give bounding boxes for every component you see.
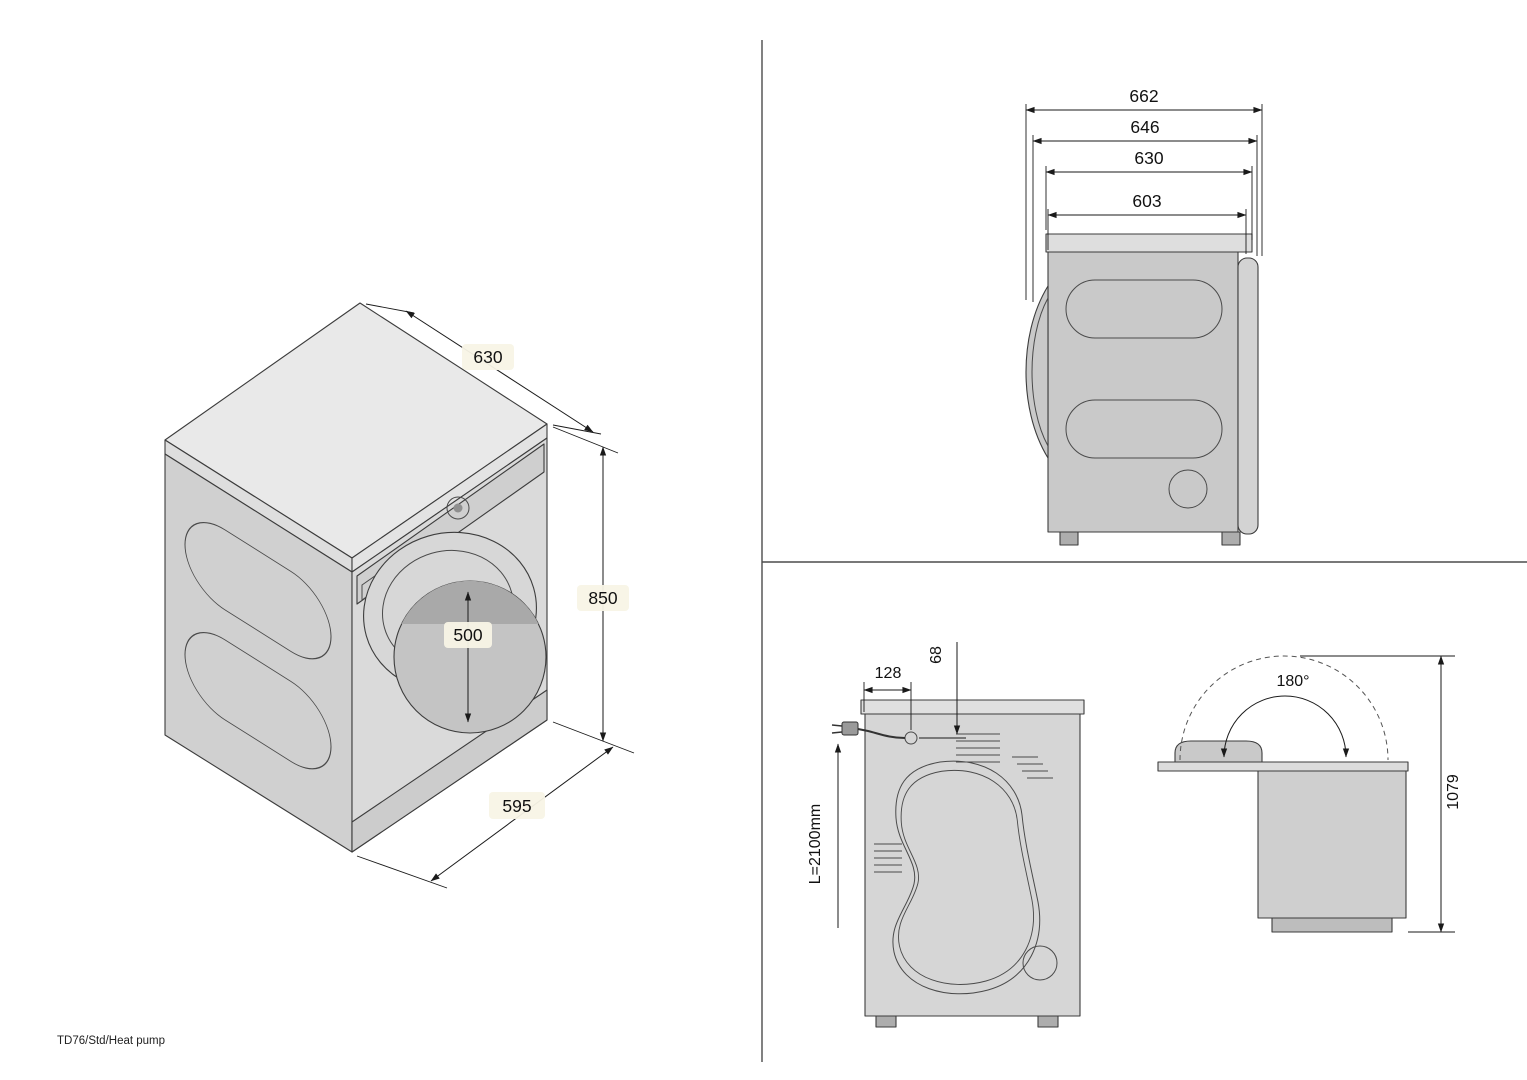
iso-dim-500-bg: [444, 622, 492, 648]
rear-dimensions: L=2100mm 128 68: [807, 642, 966, 928]
side-door-bulge-inner: [1031, 297, 1049, 447]
iso-control-knob-center: [453, 503, 463, 513]
side-dim-630-label: 630: [1134, 148, 1163, 168]
rear-foot-left: [875, 1015, 897, 1028]
rear-duct-outline-outer: [892, 760, 1041, 995]
rear-duct-outline-inner: [898, 769, 1034, 985]
side-view: 662 646 630 603: [1025, 86, 1263, 546]
iso-dim-630-bg: [462, 344, 514, 370]
lid-dimensions: 180° 1079: [1179, 655, 1462, 933]
lid-worktop: [1157, 761, 1409, 772]
lid-body: [1257, 770, 1407, 919]
iso-dim-door: 500: [444, 591, 492, 723]
iso-side-oval-top: [184, 521, 332, 660]
rear-cord-length-label: L=2100mm: [807, 804, 824, 885]
side-door-bulge: [1025, 285, 1049, 459]
rear-foot-right: [1037, 1015, 1059, 1028]
side-foot-right: [1221, 531, 1241, 546]
isometric-view: 630 850 500 595: [164, 302, 635, 889]
rear-machine-body: [831, 699, 1085, 1028]
rear-dim-128-label: 128: [875, 665, 902, 682]
rear-worktop: [860, 699, 1085, 715]
rear-power-plug-icon: [831, 721, 859, 736]
iso-dim-630-label: 630: [473, 347, 502, 367]
rear-power-cord: [857, 728, 906, 739]
iso-dim-width: 595: [356, 746, 614, 889]
iso-dim-500-label: 500: [453, 625, 482, 645]
footer-model-text: TD76/Std/Heat pump: [57, 1035, 165, 1047]
rear-dim-68-label: 68: [928, 646, 945, 664]
rear-service-circle: [1022, 945, 1058, 981]
side-rear-cover: [1237, 257, 1259, 535]
iso-dim-top-depth: 630: [365, 303, 602, 435]
side-service-circle: [1168, 469, 1208, 509]
iso-dim-595-bg: [489, 792, 545, 819]
side-oval-bottom: [1065, 399, 1223, 459]
iso-dim-height: 850: [552, 426, 635, 754]
side-dim-646-label: 646: [1130, 117, 1159, 137]
lid-plinth: [1271, 917, 1393, 933]
rear-vents-top: [956, 733, 1000, 763]
rear-vents-top-right: [1012, 756, 1053, 779]
side-panel: [1047, 251, 1239, 533]
lid-angle-label-bg: [1263, 668, 1323, 692]
lid-swing-arc-dashed: [1179, 655, 1389, 761]
side-oval-top: [1065, 279, 1223, 339]
lid-dim-1079-label: 1079: [1445, 774, 1462, 810]
rear-vents-left: [874, 843, 902, 873]
side-dim-662-label: 662: [1129, 86, 1158, 106]
lid-angle-label: 180°: [1276, 673, 1309, 690]
rear-view: L=2100mm 128 68: [807, 642, 1085, 1028]
lid-open-flap: [1174, 740, 1263, 763]
side-worktop: [1045, 233, 1253, 253]
iso-side-embossing: [184, 521, 332, 770]
lid-open-view: 180° 1079: [1157, 655, 1462, 933]
iso-dim-595-label: 595: [502, 796, 531, 816]
iso-machine-body: [164, 302, 548, 853]
lid-swing-arrow-arc: [1220, 695, 1350, 758]
iso-dim-850-label: 850: [588, 588, 617, 608]
side-dim-603-label: 603: [1132, 191, 1161, 211]
iso-control-knob: [446, 496, 470, 520]
iso-side-oval-bottom: [184, 631, 332, 770]
side-machine-body: [1025, 233, 1259, 546]
iso-dim-850-bg: [577, 585, 629, 611]
side-dimensions: 662 646 630 603: [1025, 86, 1263, 302]
side-foot-left: [1059, 531, 1079, 546]
lid-machine-body: [1157, 740, 1409, 933]
